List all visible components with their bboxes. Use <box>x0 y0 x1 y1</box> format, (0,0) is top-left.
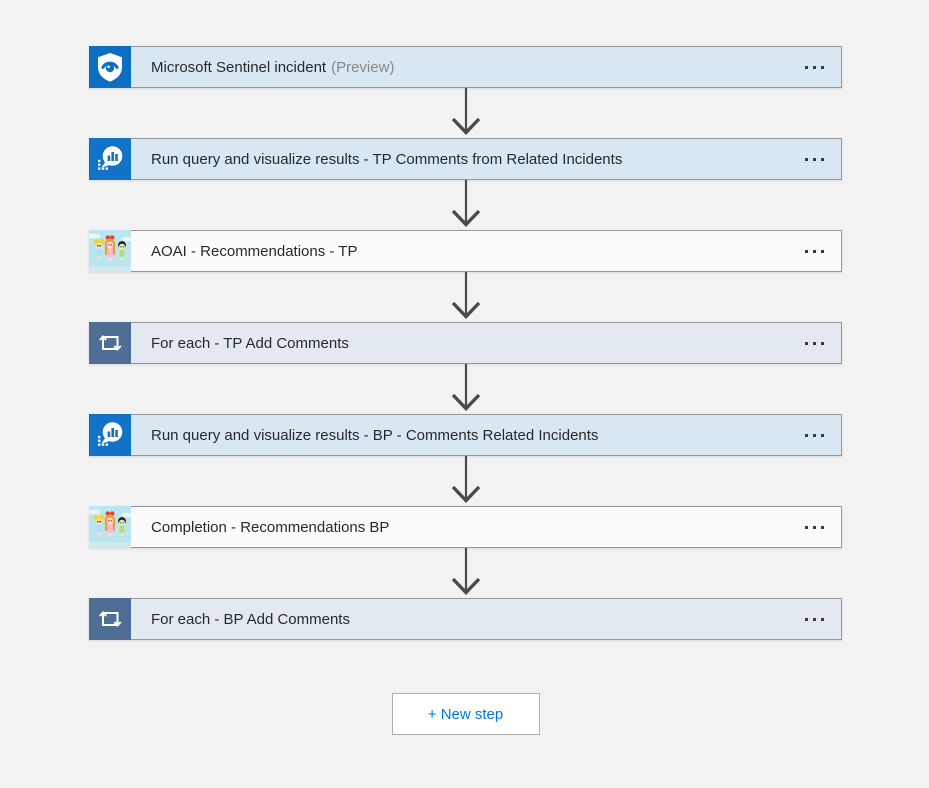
microsoft-sentinel-icon <box>89 46 131 88</box>
step-icon-box <box>89 414 131 456</box>
new-step-button[interactable]: + New step <box>391 693 540 735</box>
step-icon-box <box>89 138 131 180</box>
step-title: For each - TP Add Comments <box>151 334 349 352</box>
ellipsis-dot <box>805 65 808 69</box>
workflow-step-sentinel-incident-trigger[interactable]: Microsoft Sentinel incident (Preview) <box>89 46 842 88</box>
step-icon-box <box>89 230 131 272</box>
ellipsis-dot <box>813 617 816 621</box>
workflow-step-aoai-recommendations-tp[interactable]: AOAI - Recommendations - TP <box>89 230 842 272</box>
ellipsis-menu-button[interactable] <box>803 520 826 535</box>
azure-monitor-logs-icon <box>89 414 131 456</box>
down-arrow-icon <box>451 88 480 135</box>
ellipsis-menu-button[interactable] <box>803 336 826 351</box>
down-arrow-icon <box>451 180 480 227</box>
workflow-stack: Microsoft Sentinel incident (Preview) <box>89 46 842 640</box>
ellipsis-dot <box>813 249 816 253</box>
ellipsis-menu-button[interactable] <box>803 428 826 443</box>
ellipsis-dot <box>805 525 808 529</box>
workflow-step-foreach-tp-add-comments[interactable]: For each - TP Add Comments <box>89 322 842 364</box>
ellipsis-dot <box>813 525 816 529</box>
connector-arrow <box>444 548 488 598</box>
step-icon-box <box>89 506 131 548</box>
new-step-row: + New step <box>89 693 842 735</box>
connector-arrow <box>444 364 488 414</box>
connector-arrow <box>444 180 488 230</box>
step-title: For each - BP Add Comments <box>151 610 350 628</box>
ellipsis-dot <box>813 157 816 161</box>
ellipsis-dot <box>805 617 808 621</box>
step-icon-box <box>89 322 131 364</box>
ellipsis-menu-button[interactable] <box>803 152 826 167</box>
step-title: Run query and visualize results - BP - C… <box>151 426 599 444</box>
down-arrow-icon <box>451 272 480 319</box>
ellipsis-dot <box>805 249 808 253</box>
ellipsis-dot <box>821 65 824 69</box>
logic-app-designer-canvas: Microsoft Sentinel incident (Preview) <box>89 46 842 735</box>
workflow-step-completion-recommendations-bp[interactable]: Completion - Recommendations BP <box>89 506 842 548</box>
step-title: Completion - Recommendations BP <box>151 518 390 536</box>
ellipsis-dot <box>821 341 824 345</box>
step-title: AOAI - Recommendations - TP <box>151 242 358 260</box>
step-preview-badge: (Preview) <box>331 58 395 76</box>
custom-connector-powerpuff-icon <box>89 506 131 548</box>
ellipsis-menu-button[interactable] <box>803 612 826 627</box>
ellipsis-dot <box>821 617 824 621</box>
ellipsis-menu-button[interactable] <box>803 60 826 75</box>
workflow-step-foreach-bp-add-comments[interactable]: For each - BP Add Comments <box>89 598 842 640</box>
workflow-step-run-query-bp[interactable]: Run query and visualize results - BP - C… <box>89 414 842 456</box>
ellipsis-dot <box>821 525 824 529</box>
ellipsis-dot <box>813 341 816 345</box>
ellipsis-dot <box>821 249 824 253</box>
step-icon-box <box>89 46 131 88</box>
custom-connector-powerpuff-icon <box>89 230 131 272</box>
down-arrow-icon <box>451 364 480 411</box>
ellipsis-dot <box>821 433 824 437</box>
ellipsis-dot <box>805 341 808 345</box>
connector-arrow <box>444 272 488 322</box>
step-title: Run query and visualize results - TP Com… <box>151 150 623 168</box>
foreach-loop-icon <box>89 598 131 640</box>
step-title: Microsoft Sentinel incident <box>151 58 327 76</box>
step-icon-box <box>89 598 131 640</box>
ellipsis-dot <box>805 157 808 161</box>
connector-arrow <box>444 88 488 138</box>
ellipsis-dot <box>813 433 816 437</box>
ellipsis-dot <box>821 157 824 161</box>
ellipsis-dot <box>813 65 816 69</box>
foreach-loop-icon <box>89 322 131 364</box>
down-arrow-icon <box>451 548 480 595</box>
down-arrow-icon <box>451 456 480 503</box>
connector-arrow <box>444 456 488 506</box>
ellipsis-menu-button[interactable] <box>803 244 826 259</box>
azure-monitor-logs-icon <box>89 138 131 180</box>
ellipsis-dot <box>805 433 808 437</box>
workflow-step-run-query-tp[interactable]: Run query and visualize results - TP Com… <box>89 138 842 180</box>
